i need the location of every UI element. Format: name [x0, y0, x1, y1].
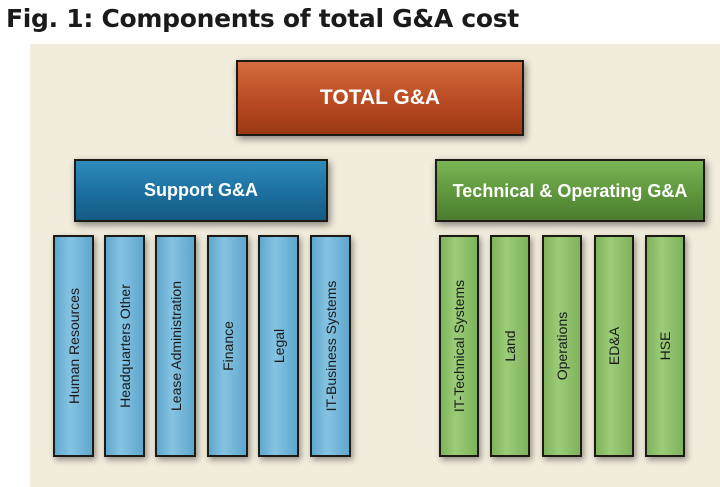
technical-item-it-technical-systems: IT-Technical Systems [439, 235, 479, 457]
support-item-legal: Legal [258, 235, 299, 457]
total-ga-box: TOTAL G&A [236, 60, 524, 136]
technical-item-eda: ED&A [594, 235, 634, 457]
support-item-human-resources: Human Resources [53, 235, 94, 457]
technical-operating-ga-box: Technical & Operating G&A [435, 159, 705, 222]
technical-item-operations: Operations [542, 235, 582, 457]
technical-item-land: Land [490, 235, 530, 457]
figure-title: Fig. 1: Components of total G&A cost [6, 4, 519, 33]
support-item-it-business-systems: IT-Business Systems [310, 235, 351, 457]
support-item-lease-administration: Lease Administration [155, 235, 196, 457]
support-item-headquarters-other: Headquarters Other [104, 235, 145, 457]
support-ga-box: Support G&A [74, 159, 328, 222]
support-item-finance: Finance [207, 235, 248, 457]
technical-item-hse: HSE [645, 235, 685, 457]
